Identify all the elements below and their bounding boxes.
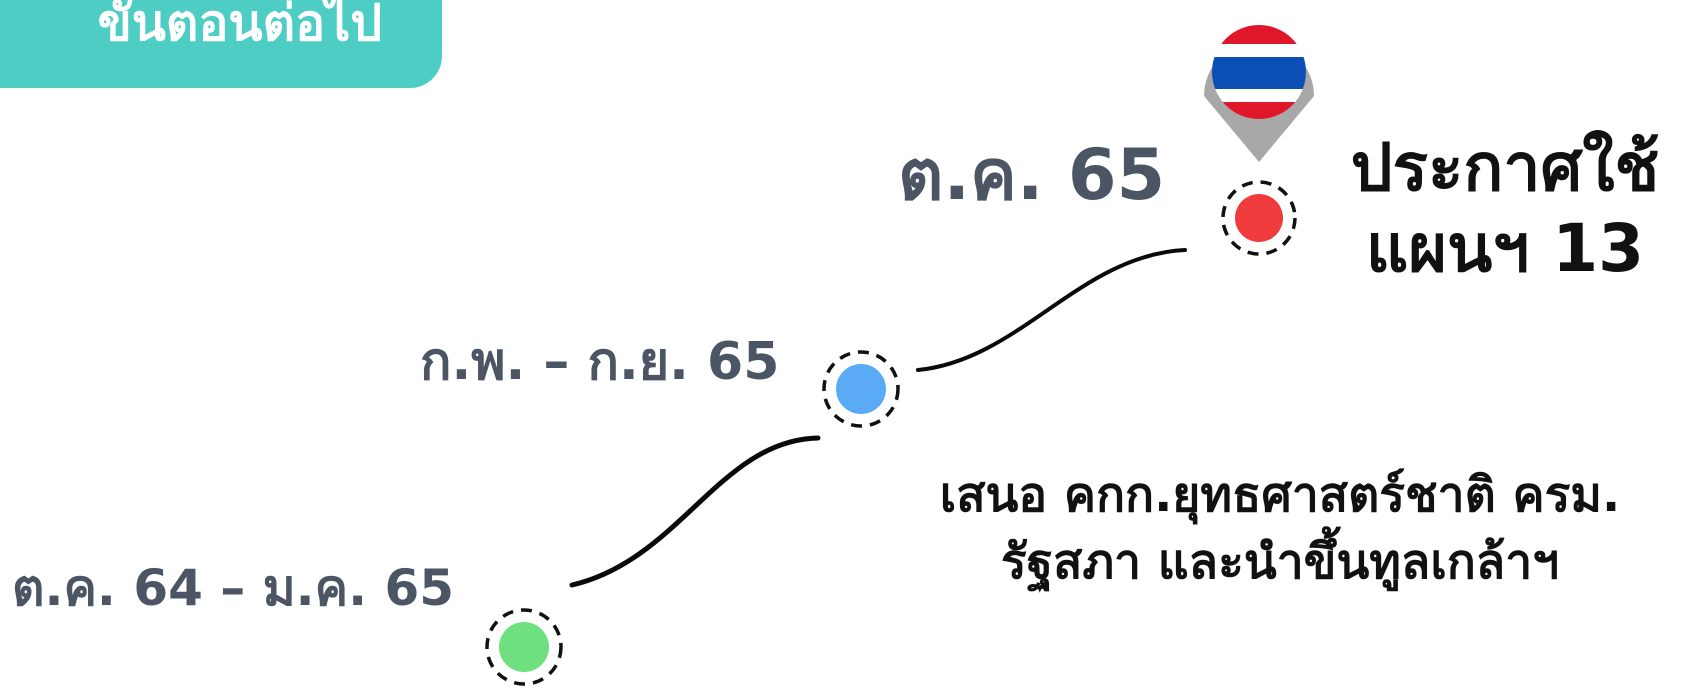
- step-3-date: ต.ค. 65: [898, 134, 1166, 216]
- step-2-description-line-2: รัฐสภา และนำขึ้นทูลเกล้าฯ: [1000, 534, 1560, 591]
- step-2-dot: [822, 350, 900, 428]
- header-tab: ขั้นตอนต่อไป: [0, 0, 442, 88]
- step-3-description: ประกาศใช้ แผนฯ 13: [1335, 128, 1675, 289]
- step-2-description: เสนอ คกก.ยุทธศาสตร์ชาติ ครม. รัฐสภา และน…: [870, 462, 1690, 596]
- step-2-date: ก.พ. – ก.ย. 65: [420, 332, 780, 392]
- step-1-dot: [485, 608, 563, 686]
- step-1-date: ต.ค. 64 – ม.ค. 65: [12, 559, 455, 617]
- step-3-description-line-1: ประกาศใช้: [1350, 129, 1660, 206]
- step-2-description-line-1: เสนอ คกก.ยุทธศาสตร์ชาติ ครม.: [939, 467, 1621, 523]
- connector-line-2: [916, 248, 1187, 372]
- connector-line-1: [569, 435, 821, 588]
- step-3-description-line-2: แผนฯ 13: [1365, 209, 1645, 287]
- thailand-flag-map-pin-icon: [1204, 25, 1314, 162]
- header-title: ขั้นตอนต่อไป: [97, 0, 382, 52]
- step-3-dot: [1221, 180, 1297, 256]
